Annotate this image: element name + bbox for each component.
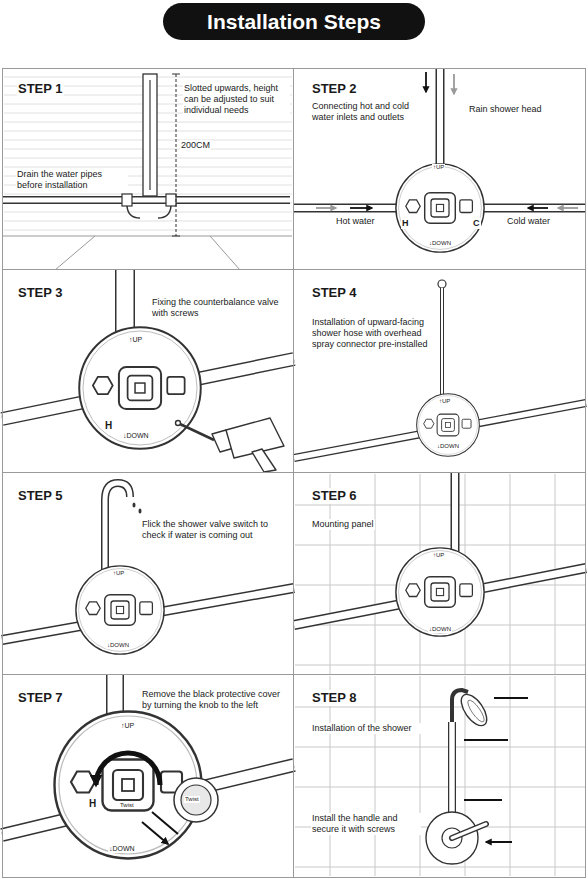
- step-panel: STEP 8 Installation of the showerInstall …: [293, 674, 586, 878]
- step-note: Install the handle and secure it with sc…: [311, 813, 421, 835]
- part-label: 200CM: [180, 140, 211, 151]
- step-heading: STEP 3: [17, 285, 64, 301]
- step-note: Installation of the shower: [311, 723, 423, 734]
- part-label: H: [401, 218, 410, 229]
- part-label: Cold water: [506, 216, 551, 227]
- part-label: ↓DOWN: [436, 443, 460, 450]
- step-note: Remove the black protective cover by tur…: [141, 689, 288, 711]
- part-label: ↑UP: [438, 398, 451, 405]
- part-label: Hot water: [335, 216, 376, 227]
- step-note: Drain the water pipes before installatio…: [16, 169, 128, 191]
- step-panel: STEP 7 Remove the black protective cover …: [2, 674, 294, 878]
- step-note: Connecting hot and cold water inlets and…: [311, 101, 421, 123]
- part-label: Twist: [119, 802, 135, 809]
- part-label: ↓DOWN: [122, 432, 150, 440]
- part-label: ↑UP: [112, 570, 125, 577]
- part-label: ↑UP: [120, 722, 135, 730]
- part-label: C: [472, 218, 481, 229]
- part-label: Twist: [184, 796, 200, 803]
- part-label: ↑UP: [432, 552, 445, 559]
- part-label: ↑UP: [432, 164, 445, 171]
- step-panel: STEP 5 Flick the shower valve switch to c…: [2, 472, 294, 675]
- part-label: ↓DOWN: [106, 642, 130, 649]
- step-heading: STEP 4: [311, 285, 358, 301]
- step-heading: STEP 5: [17, 488, 64, 504]
- step-heading: STEP 2: [311, 81, 358, 97]
- step-panel: STEP 3 Fixing the counterbalance valve wi…: [2, 269, 294, 473]
- step-heading: STEP 8: [311, 690, 358, 706]
- step-note: Fixing the counterbalance valve with scr…: [151, 297, 283, 319]
- step-note: Installation of upward-facing shower hos…: [311, 317, 438, 349]
- step-heading: STEP 7: [17, 690, 64, 706]
- step-panel: STEP 6 Mounting panel: [293, 472, 586, 675]
- part-label: H: [88, 798, 97, 810]
- part-label: ↓DOWN: [108, 845, 136, 853]
- step-note: Slotted upwards, height can be adjusted …: [183, 83, 290, 115]
- part-label: ↓DOWN: [428, 240, 452, 247]
- step-panel: STEP 1 Drain the water pipes before insta…: [2, 68, 294, 270]
- step-note: Mounting panel: [311, 519, 375, 530]
- part-label: H: [104, 420, 113, 432]
- step-heading: STEP 1: [17, 81, 64, 97]
- part-label: Rain shower head: [468, 104, 543, 115]
- title-pill: Installation Steps: [163, 3, 425, 40]
- step-note: Flick the shower valve switch to check i…: [141, 519, 288, 541]
- part-label: ↓DOWN: [428, 626, 452, 633]
- step-heading: STEP 6: [311, 488, 358, 504]
- part-label: ↑UP: [128, 336, 143, 344]
